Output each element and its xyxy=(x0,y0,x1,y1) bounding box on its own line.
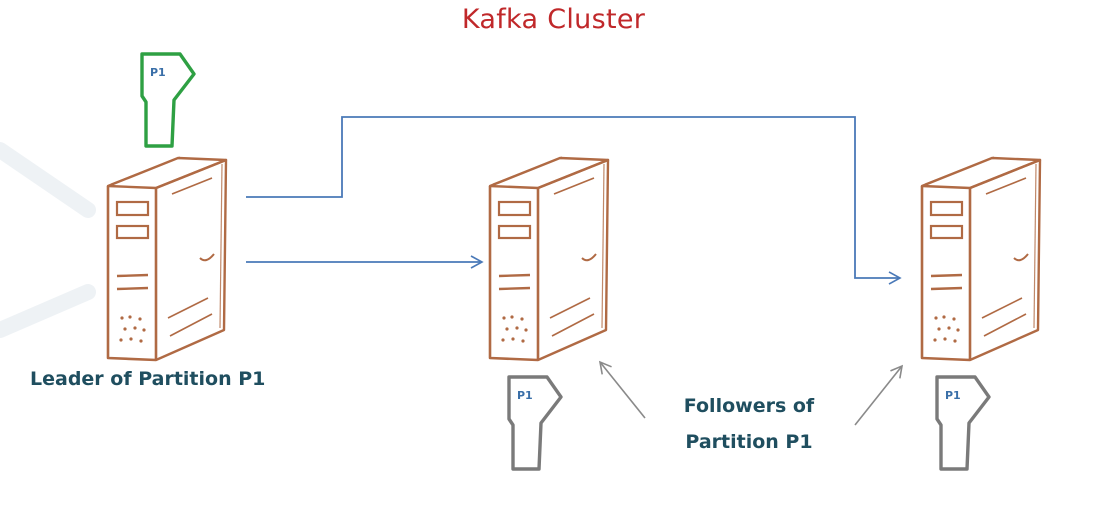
followers-caption-line2: Partition P1 xyxy=(685,431,813,453)
arrow-icon xyxy=(598,360,646,419)
partition-tag-label: P1 xyxy=(945,389,961,402)
arrow-icon xyxy=(854,364,904,426)
leader-caption: Leader of Partition P1 xyxy=(30,368,266,390)
arrow-icon xyxy=(246,116,902,285)
diagram-title: Kafka Cluster xyxy=(461,4,646,35)
partition-tag-icon: P1 xyxy=(140,52,196,148)
server-icon xyxy=(488,155,610,362)
followers-caption: Followers of Partition P1 xyxy=(664,388,834,460)
followers-caption-line1: Followers of xyxy=(683,395,815,417)
partition-tag-label: P1 xyxy=(150,66,166,79)
background-arrows xyxy=(0,142,96,338)
partition-tag-label: P1 xyxy=(517,389,533,402)
server-icon xyxy=(106,155,228,362)
server-icon xyxy=(920,155,1042,362)
partition-tag-icon: P1 xyxy=(507,375,563,471)
partition-tag-icon: P1 xyxy=(935,375,991,471)
